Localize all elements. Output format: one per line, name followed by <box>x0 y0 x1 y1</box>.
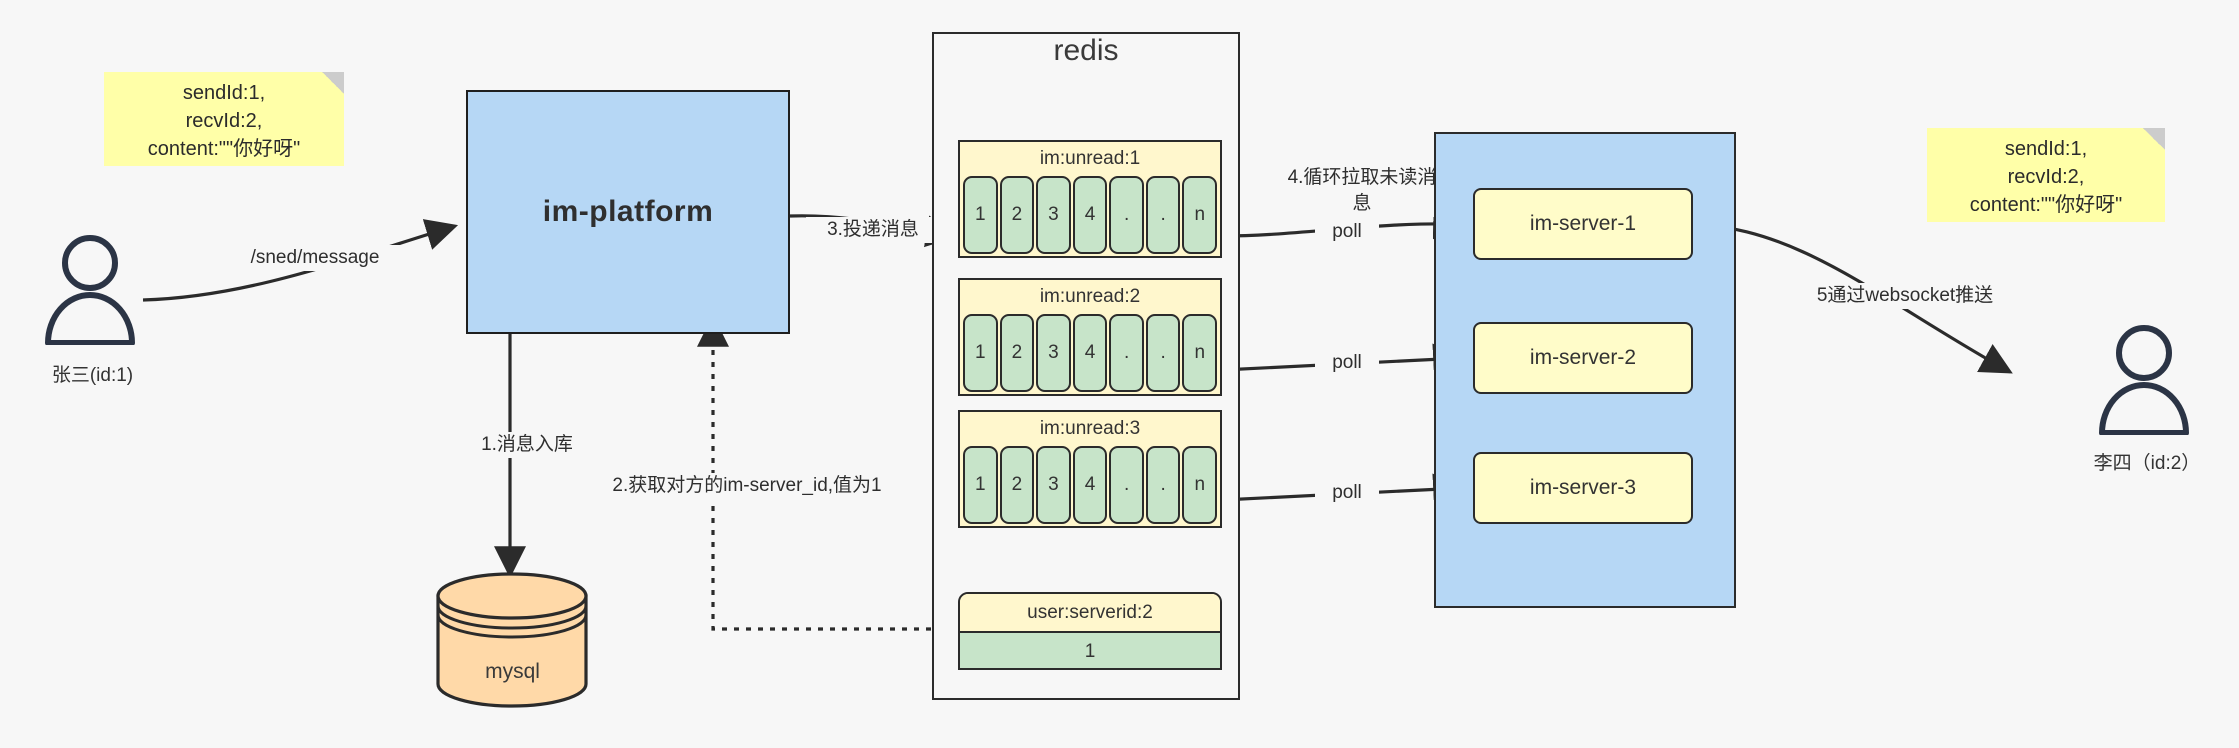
redis-cell: 3 <box>1036 176 1071 254</box>
edge-label-step5: 5通过websocket推送 <box>1788 283 2022 309</box>
redis-cell: 1 <box>963 176 998 254</box>
edge-sender-to-platform <box>142 219 459 302</box>
redis-cell: 1 <box>963 314 998 392</box>
redis-list-cells: 1 2 3 4 . . n <box>960 314 1220 395</box>
redis-cell: 4 <box>1072 314 1108 392</box>
redis-cell: . <box>1145 446 1181 524</box>
redis-kv-value: 1 <box>960 631 1220 668</box>
redis-cell: 4 <box>1072 176 1108 254</box>
redis-list-im-unread-1[interactable]: im:unread:1 1 2 3 4 . . n <box>958 140 1222 258</box>
im-server-2-label: im-server-2 <box>1529 346 1637 369</box>
mysql-label: mysql <box>485 660 540 683</box>
note-left-message: sendId:1, recvId:2, content:""你好呀" <box>104 72 344 166</box>
note-fold-icon <box>2143 128 2165 150</box>
im-server-2-node[interactable]: im-server-2 <box>1473 322 1693 394</box>
edge-label-step3: 3.投递消息 <box>806 217 940 243</box>
edge-label-poll-3: poll <box>1315 480 1379 506</box>
redis-cell: n <box>1182 176 1218 254</box>
note-right-message: sendId:1, recvId:2, content:""你好呀" <box>1927 128 2165 222</box>
redis-cell: n <box>1182 314 1218 392</box>
redis-cell: . <box>1145 176 1181 254</box>
redis-title: redis <box>1053 34 1119 67</box>
edge-redis-kv-to-platform <box>697 314 955 631</box>
mysql-cylinder-icon <box>436 572 588 708</box>
edge-label-poll-1: poll <box>1315 219 1379 245</box>
im-server-3-node[interactable]: im-server-3 <box>1473 452 1693 524</box>
redis-kv-user-serverid[interactable]: user:serverid:2 1 <box>958 592 1222 670</box>
actor-sender-label: 张三(id:1) <box>51 365 134 386</box>
redis-cell: . <box>1145 314 1181 392</box>
redis-list-key: im:unread:1 <box>1039 148 1141 169</box>
redis-cell: n <box>1182 446 1218 524</box>
actor-sender-icon <box>45 235 135 345</box>
redis-list-key: im:unread:2 <box>1039 286 1141 307</box>
redis-list-cells: 1 2 3 4 . . n <box>960 176 1220 257</box>
redis-cell: . <box>1109 176 1144 254</box>
redis-kv-key: user:serverid:2 <box>960 594 1220 631</box>
actor-receiver-icon <box>2099 325 2189 435</box>
redis-cell: 3 <box>1036 314 1071 392</box>
redis-cell: 2 <box>999 314 1035 392</box>
redis-cell: 4 <box>1072 446 1108 524</box>
redis-cell: . <box>1109 314 1144 392</box>
redis-cell: 2 <box>999 446 1035 524</box>
redis-cell: 1 <box>963 446 998 524</box>
edge-label-step2: 2.获取对方的im-server_id,值为1 <box>570 473 924 499</box>
redis-cell: . <box>1109 446 1144 524</box>
im-server-3-label: im-server-3 <box>1529 476 1637 499</box>
edge-label-step1: 1.消息入库 <box>455 432 599 458</box>
im-server-1-node[interactable]: im-server-1 <box>1473 188 1693 260</box>
im-server-1-label: im-server-1 <box>1529 212 1637 235</box>
note-right-text: sendId:1, recvId:2, content:""你好呀" <box>1969 138 2123 216</box>
edge-label-step4: 4.循环拉取未读消 息 <box>1255 165 1469 217</box>
edge-label-send-message: /sned/message <box>228 245 402 271</box>
edge-label-poll-2: poll <box>1315 350 1379 376</box>
note-left-text: sendId:1, recvId:2, content:""你好呀" <box>147 82 301 160</box>
im-platform-label: im-platform <box>542 195 714 228</box>
im-platform-node[interactable]: im-platform <box>466 90 790 334</box>
redis-list-im-unread-3[interactable]: im:unread:3 1 2 3 4 . . n <box>958 410 1222 528</box>
redis-list-im-unread-2[interactable]: im:unread:2 1 2 3 4 . . n <box>958 278 1222 396</box>
redis-list-key: im:unread:3 <box>1039 418 1141 439</box>
note-fold-icon <box>322 72 344 94</box>
actor-receiver-label: 李四（id:2） <box>2093 453 2201 474</box>
redis-cell: 2 <box>999 176 1035 254</box>
redis-cell: 3 <box>1036 446 1071 524</box>
redis-list-cells: 1 2 3 4 . . n <box>960 446 1220 527</box>
